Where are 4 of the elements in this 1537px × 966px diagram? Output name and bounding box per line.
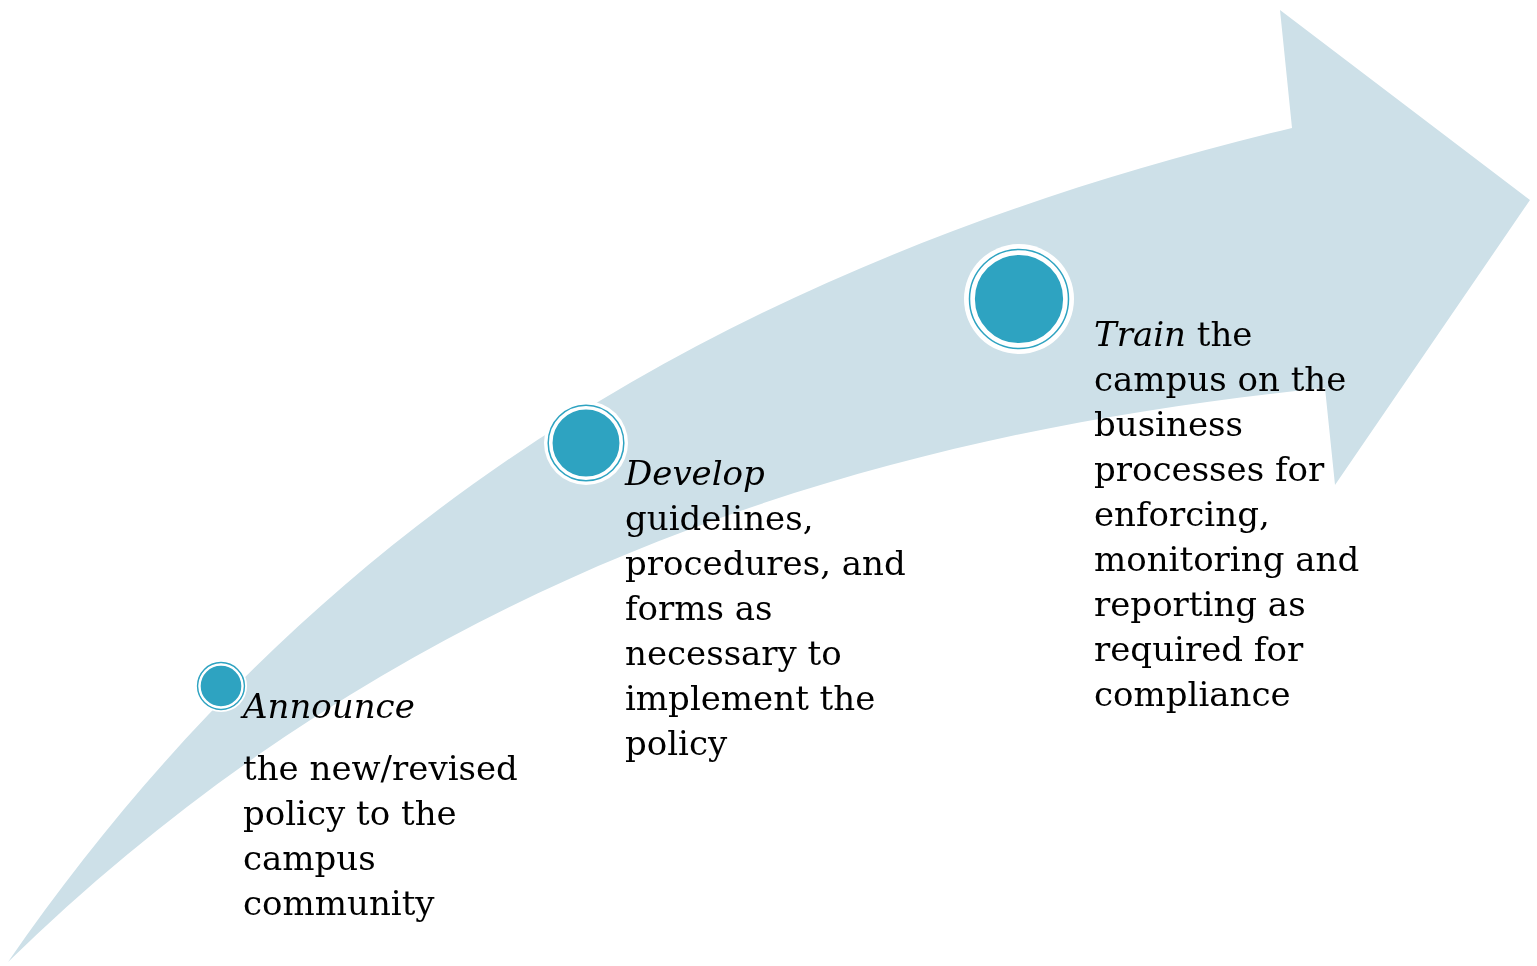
step-description: the new/revised policy to the campus community: [243, 747, 519, 925]
step-description: Develop guidelines, procedures, and forms as necessary to implement the policy: [625, 452, 907, 765]
step-description: Train the campus on the business processes for enforcing, monitoring and reporting as required for compliance: [1094, 313, 1361, 716]
step-dot: [964, 244, 1074, 354]
